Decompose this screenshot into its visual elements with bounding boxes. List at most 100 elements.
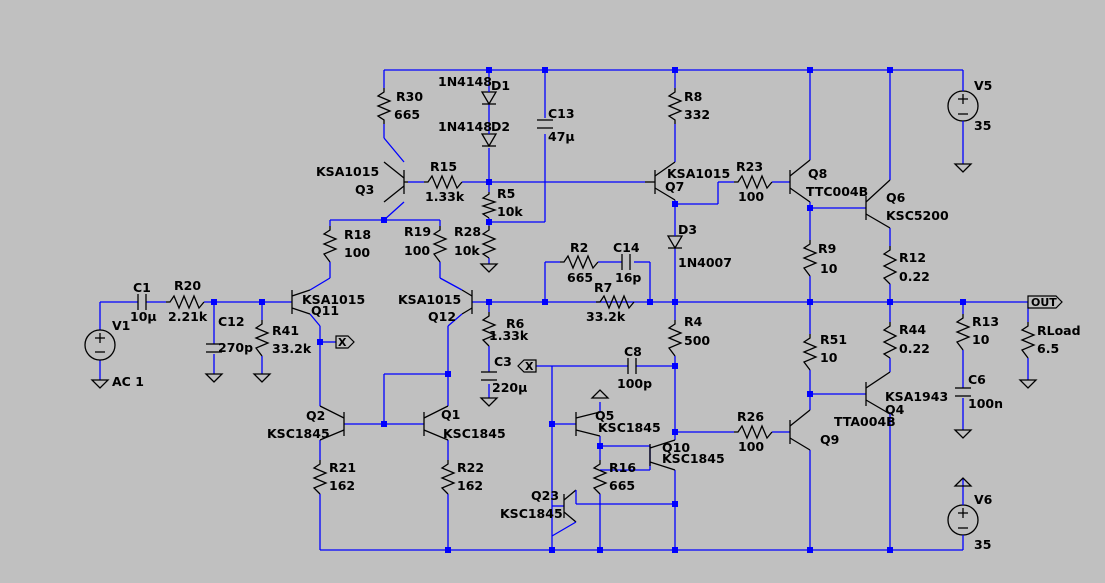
label-r41: R41 [272,323,299,338]
label-r30-value: 665 [394,107,420,122]
label-r4: R4 [684,314,703,329]
capacitor-c3 [481,371,497,381]
label-q12-part: KSA1015 [398,292,461,307]
label-q10: Q10 [662,440,690,455]
transistor-q12 [461,289,473,315]
label-q5-part: KSC1845 [598,420,661,435]
label-q8: Q8 [808,166,827,181]
resistor-r44 [882,322,898,359]
label-r5-value: 10k [497,204,523,219]
label-r15: R15 [430,159,457,174]
transistor-q23 [551,489,577,537]
resistor-r6 [481,312,497,347]
capacitor-c6 [955,387,971,397]
label-r18-value: 100 [344,245,370,260]
label-r28: R28 [454,224,481,239]
label-v1: V1 [112,318,130,333]
label-q2: Q2 [306,408,325,423]
label-r12: R12 [899,250,926,265]
diode-d3 [666,228,684,250]
resistors [166,88,1036,495]
diode-d1 [480,78,498,106]
transistor-q8 [789,159,811,203]
ground-symbol [953,429,973,439]
label-r51-value: 10 [820,350,838,365]
label-r23: R23 [736,159,763,174]
ground-symbol [479,263,499,273]
resistor-r16 [592,460,608,495]
voltage-source-v1 [84,329,116,361]
supply-arrow [590,389,610,399]
label-q6: Q6 [886,190,906,205]
label-q6-part: KSC5200 [886,208,949,223]
label-r12-value: 0.22 [899,269,930,284]
transistor-q3 [383,161,408,203]
label-r9: R9 [818,241,836,256]
label-r23-value: 100 [738,189,764,204]
net-flags [335,295,1063,373]
capacitor-c1 [137,294,147,310]
label-r41-value: 33.2k [272,341,312,356]
supply-arrow [953,477,973,487]
transistors [291,159,891,537]
label-q10-part: KSC1845 [662,451,725,466]
diode-d2 [480,118,498,148]
label-c13-value: 47µ [548,129,575,144]
ground-symbol [90,379,110,389]
resistor-r2 [560,254,599,270]
label-q5: Q5 [595,408,614,423]
ground-symbol [479,397,499,407]
resistor-r15 [424,174,463,190]
capacitor-c8 [627,358,637,374]
resistor-r28 [481,226,497,259]
resistor-r19 [432,226,448,263]
transistor-q5 [575,411,601,437]
label-q9-part: TTA004B [834,414,896,429]
label-q23-part: KSC1845 [500,506,563,521]
capacitor-c14 [621,254,631,270]
label-rload: RLoad [1037,323,1081,338]
grounds [90,163,1038,487]
label-d1: D1 [491,78,510,93]
voltage-source-v6 [947,500,979,540]
transistor-q2 [319,405,345,441]
transistor-q10 [649,439,676,471]
label-r5: R5 [497,186,515,201]
label-q1: Q1 [441,407,460,422]
label-q1-part: KSC1845 [443,426,506,441]
label-r21-value: 162 [329,478,355,493]
resistor-r7 [596,294,635,310]
resistor-r51 [802,334,818,371]
label-c1: C1 [133,280,151,295]
resistor-r4 [667,320,683,357]
label-d2: D2 [491,119,510,134]
label-c12-value: 270p [218,340,253,355]
label-v5-value: 35 [974,118,991,133]
resistor-r8 [667,88,683,124]
resistor-r5 [480,192,498,219]
resistor-r30 [376,88,392,124]
net-flag-x-left [517,359,537,373]
label-c3: C3 [494,354,512,369]
transistor-q11 [291,289,311,315]
label-q7-part: KSA1015 [667,166,730,181]
label-q8-part: TTC004B [806,184,868,199]
label-r16: R16 [609,460,636,475]
resistor-r18 [322,226,338,263]
label-c14: C14 [613,240,640,255]
resistor-r12 [882,246,898,285]
label-r7-value: 33.2k [586,309,626,324]
label-r26: R26 [737,409,764,424]
resistor-r13 [955,314,971,351]
label-r19: R19 [404,224,431,239]
label-r20: R20 [174,278,201,293]
label-q9: Q9 [820,432,839,447]
label-c8-value: 100p [617,376,652,391]
label-c1-value: 10µ [130,309,157,324]
ground-symbol [204,373,224,383]
label-q4: Q4 [885,402,905,417]
transistor-q9 [789,409,811,451]
label-c6-value: 100n [968,396,1003,411]
label-q4-part: KSA1943 [885,389,948,404]
